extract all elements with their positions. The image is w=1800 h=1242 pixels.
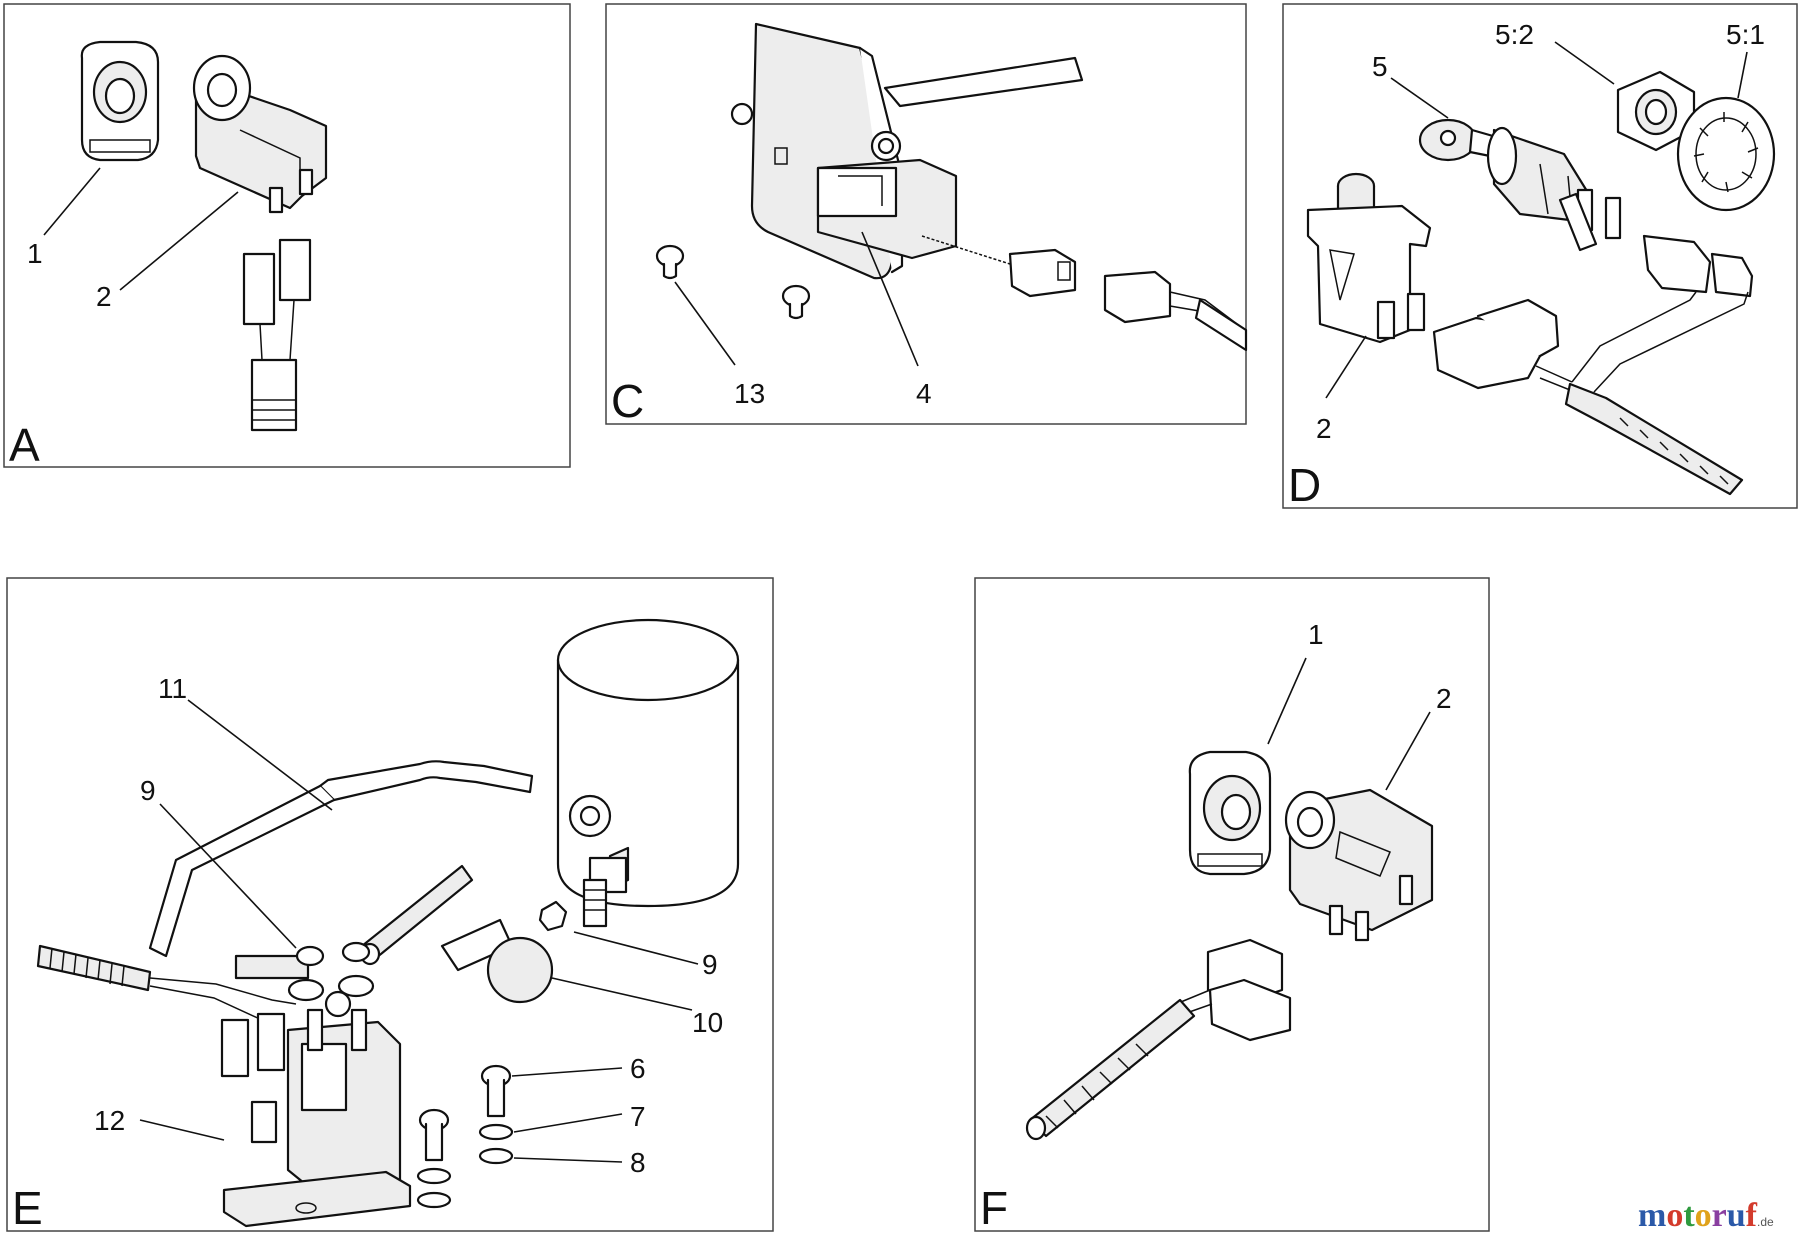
panel-e-hardware-part bbox=[287, 900, 568, 1209]
panel-e-callout-9a: 9 bbox=[140, 775, 156, 806]
watermark-letter-m: m bbox=[1638, 1197, 1666, 1234]
panel-e-leader-11 bbox=[187, 699, 333, 811]
panel-e-boot-part bbox=[440, 918, 554, 1004]
panel-f-switch-part bbox=[1284, 788, 1434, 942]
panel-e-leader-7 bbox=[513, 1113, 623, 1133]
panel-d-keyswitch-part bbox=[1418, 118, 1622, 252]
panel-d-callout-5: 5 bbox=[1372, 51, 1388, 82]
watermark-letter-f: f bbox=[1746, 1197, 1758, 1234]
panel-e-leader-10 bbox=[551, 977, 693, 1011]
panel-d-lockwasher-part bbox=[1676, 96, 1776, 212]
panel-e-leader-8 bbox=[513, 1157, 623, 1163]
watermark-logo: motoruf.de bbox=[1638, 1197, 1774, 1234]
panel-c: 13 4 C bbox=[605, 3, 1248, 427]
panel-a-leader-2 bbox=[119, 191, 239, 291]
panel-c-leader-4 bbox=[861, 231, 919, 367]
panel-e-callout-9b: 9 bbox=[702, 949, 718, 980]
panel-d-callout-5-1: 5:1 bbox=[1726, 19, 1765, 50]
panel-a-connector-part bbox=[242, 238, 312, 432]
panel-c-frame bbox=[605, 3, 1247, 425]
panel-f-callout-1: 1 bbox=[1308, 619, 1324, 650]
panel-d-plunger-switch-part bbox=[1306, 172, 1432, 344]
watermark-letter-u: u bbox=[1727, 1197, 1746, 1234]
panel-e-letter: E bbox=[12, 1182, 43, 1234]
panel-e-callout-7: 7 bbox=[630, 1101, 646, 1132]
panel-c-leader-13 bbox=[674, 281, 736, 366]
panel-c-letter: C bbox=[611, 375, 644, 427]
panel-a-callout-2: 2 bbox=[96, 281, 112, 312]
panel-d-nut-part bbox=[1616, 70, 1696, 152]
panel-f-letter: F bbox=[980, 1182, 1008, 1234]
panel-e-solenoid-part bbox=[222, 1008, 412, 1228]
panel-e-cable-part bbox=[148, 760, 612, 980]
panel-d-harness-part bbox=[1432, 234, 1754, 496]
panel-e: 11 9 9 10 6 7 8 12 E bbox=[6, 577, 774, 1234]
panel-c-wire-part bbox=[921, 235, 1248, 352]
watermark-letter-t: t bbox=[1683, 1197, 1695, 1234]
panel-e-cylinder-part bbox=[556, 618, 740, 908]
panel-d-callout-5-2: 5:2 bbox=[1495, 19, 1534, 50]
panel-d-letter: D bbox=[1288, 459, 1321, 511]
panel-a-callout-1: 1 bbox=[27, 238, 43, 269]
svg-text:motoruf.de: motoruf.de bbox=[1638, 1197, 1774, 1234]
panel-f-callout-2: 2 bbox=[1436, 683, 1452, 714]
panel-e-callout-12: 12 bbox=[94, 1105, 125, 1136]
panel-f-bezel-part bbox=[1188, 750, 1272, 876]
panel-e-threaded-rod-part bbox=[36, 944, 352, 1078]
panel-c-switch-part bbox=[816, 158, 958, 260]
panel-e-callout-8: 8 bbox=[630, 1147, 646, 1178]
panel-d-leader-2 bbox=[1325, 335, 1367, 399]
panel-d-leader-5-1 bbox=[1737, 51, 1748, 99]
watermark-letter-o1: o bbox=[1666, 1197, 1683, 1234]
panel-f-leader-1 bbox=[1267, 657, 1307, 745]
panel-d-callout-2: 2 bbox=[1316, 413, 1332, 444]
panel-d-leader-5-2 bbox=[1554, 41, 1615, 85]
panel-e-leader-9a bbox=[159, 803, 297, 949]
panel-d: 5:2 5:1 5 2 D bbox=[1282, 3, 1798, 511]
panel-c-callout-13: 13 bbox=[734, 378, 765, 409]
panel-d-leader-5 bbox=[1390, 77, 1449, 119]
panel-e-leader-9b bbox=[573, 931, 699, 965]
panel-e-leader-12 bbox=[139, 1119, 225, 1141]
watermark-letter-o2: o bbox=[1695, 1197, 1712, 1234]
panel-a-bezel-part bbox=[80, 40, 160, 162]
panel-a: 1 2 A bbox=[3, 3, 571, 471]
panel-f: 1 2 F bbox=[974, 577, 1490, 1234]
panel-a-switch-part bbox=[192, 54, 328, 214]
panel-e-terminal-part bbox=[582, 846, 630, 928]
panel-c-pin-part bbox=[655, 244, 811, 320]
panel-a-letter: A bbox=[9, 419, 40, 471]
panel-c-callout-4: 4 bbox=[916, 378, 932, 409]
panel-e-callout-11: 11 bbox=[158, 673, 187, 704]
panel-a-leader-1 bbox=[43, 167, 101, 236]
panel-e-leader-6 bbox=[511, 1067, 623, 1077]
watermark-suffix: .de bbox=[1757, 1215, 1774, 1229]
watermark-letter-r: r bbox=[1712, 1197, 1727, 1234]
panel-f-harness-part bbox=[1025, 938, 1292, 1141]
panel-e-callout-6: 6 bbox=[630, 1053, 646, 1084]
panel-f-leader-2 bbox=[1385, 711, 1431, 791]
panel-e-callout-10: 10 bbox=[692, 1007, 723, 1038]
